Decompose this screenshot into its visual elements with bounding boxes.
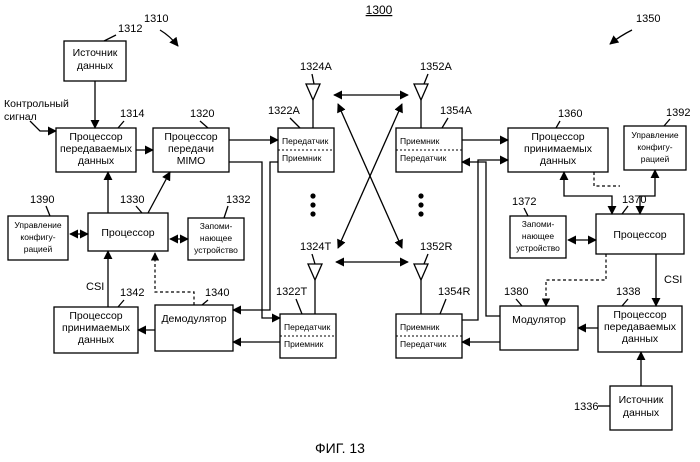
left-antenna-a-icon	[306, 84, 320, 128]
ref-1390: 1390	[30, 194, 54, 206]
left-data-source-block: Источникданных	[64, 41, 126, 81]
right-config-mgmt-block: Управлениеконфигу-рацией	[624, 126, 686, 170]
ref-1354A: 1354A	[440, 105, 472, 117]
ref-1320: 1320	[190, 108, 214, 120]
right-csi-label: CSI	[664, 274, 682, 286]
right-modulator-block: Модулятор	[500, 306, 578, 350]
svg-text:Приемник: Приемник	[284, 339, 324, 349]
left-ellipsis-dot	[310, 211, 315, 216]
svg-text:Передатчик: Передатчик	[400, 339, 447, 349]
right-transceiver-a-block: Приемник Передатчик	[396, 128, 462, 172]
right-ellipsis-dot	[418, 202, 423, 207]
svg-text:Запоми-нающееустройство: Запоми-нающееустройство	[194, 221, 238, 255]
conn-proc-to-mod-dashed	[546, 254, 606, 306]
right-ellipsis-dot	[418, 193, 423, 198]
ref-1352R: 1352R	[420, 241, 452, 253]
right-memory-block: Запоми-нающееустройство	[510, 216, 566, 258]
svg-text:Демодулятор: Демодулятор	[161, 313, 226, 325]
ref-1336: 1336	[574, 401, 598, 413]
figure-caption: ФИГ. 13	[315, 440, 365, 456]
ref-1322T: 1322T	[276, 286, 307, 298]
left-transceiver-a-block: Передатчик Приемник	[278, 128, 334, 172]
ref-1352A: 1352A	[420, 61, 452, 73]
svg-text:Источникданных: Источникданных	[73, 47, 118, 72]
left-tx-data-processor-block: Процессорпередаваемыхданных	[56, 128, 136, 172]
ref-1330: 1330	[120, 194, 144, 206]
ref-1312: 1312	[118, 23, 142, 35]
conn-demod-to-proc-dashed	[155, 253, 194, 305]
svg-text:Передатчик: Передатчик	[284, 322, 331, 332]
svg-text:Приемник: Приемник	[400, 136, 440, 146]
svg-text:Источникданных: Источникданных	[619, 394, 664, 419]
ref-1354R: 1354R	[438, 286, 470, 298]
right-data-source-block: Источникданных	[610, 386, 672, 430]
ref-1324A: 1324A	[300, 61, 332, 73]
left-tx-mimo-processor-block: ПроцессорпередачиMIMO	[153, 128, 229, 172]
svg-text:Процессор: Процессор	[613, 229, 666, 241]
left-transceiver-t-block: Передатчик Приемник	[280, 314, 336, 358]
left-rx-data-processor-block: Процессорпринимаемыхданных	[54, 307, 138, 353]
svg-text:Приемник: Приемник	[282, 153, 322, 163]
svg-text:Передатчик: Передатчик	[400, 153, 447, 163]
svg-text:Запоми-нающееустройство: Запоми-нающееустройство	[516, 219, 560, 253]
left-ellipsis-dot	[310, 202, 315, 207]
svg-text:Процессор: Процессор	[101, 227, 154, 239]
ref-1380: 1380	[504, 286, 528, 298]
device-right-ref: 1350	[636, 13, 660, 25]
right-transceiver-r-block: Приемник Передатчик	[396, 314, 462, 358]
left-memory-block: Запоми-нающееустройство	[188, 218, 244, 260]
figure-number: 1300	[366, 3, 393, 17]
ref-1342: 1342	[120, 287, 144, 299]
svg-text:Приемник: Приемник	[400, 322, 440, 332]
ref-1338: 1338	[616, 286, 640, 298]
ref-1340: 1340	[205, 287, 229, 299]
svg-text:Модулятор: Модулятор	[512, 314, 566, 326]
right-antenna-r-icon	[414, 264, 428, 314]
device-right-pointer	[610, 30, 632, 44]
ref-1360: 1360	[558, 108, 582, 120]
conn-rxproc-proc-right	[564, 172, 612, 214]
device-left-pointer	[160, 30, 178, 46]
left-demodulator-block: Демодулятор	[155, 305, 233, 351]
left-csi-label: CSI	[86, 281, 104, 293]
conn-rxproc-to-proc-dashed	[594, 172, 620, 186]
ref-1332: 1332	[226, 194, 250, 206]
conn-config-proc-right	[640, 170, 655, 214]
control-signal-label: Контрольныйсигнал	[4, 98, 69, 123]
left-antenna-t-icon	[308, 264, 322, 314]
right-rx-data-processor-block: Процессорпринимаемыхданных	[508, 128, 608, 172]
ref-1314: 1314	[120, 108, 144, 120]
conn-proc-to-mimo	[148, 172, 170, 213]
right-tx-data-processor-block: Процессорпередаваемыхданных	[598, 306, 682, 352]
ref-1322A: 1322A	[268, 105, 300, 117]
device-left-ref: 1310	[144, 13, 168, 25]
left-config-mgmt-block: Управлениеконфигу-рацией	[8, 216, 68, 260]
ref-1392: 1392	[666, 107, 690, 119]
right-antenna-a-icon	[414, 84, 428, 128]
right-processor-block: Процессор	[596, 214, 684, 254]
right-ellipsis-dot	[418, 211, 423, 216]
ref-1324T: 1324T	[300, 241, 331, 253]
ref-1372: 1372	[512, 196, 536, 208]
left-processor-block: Процессор	[88, 213, 168, 251]
svg-text:Передатчик: Передатчик	[282, 136, 329, 146]
left-ellipsis-dot	[310, 193, 315, 198]
